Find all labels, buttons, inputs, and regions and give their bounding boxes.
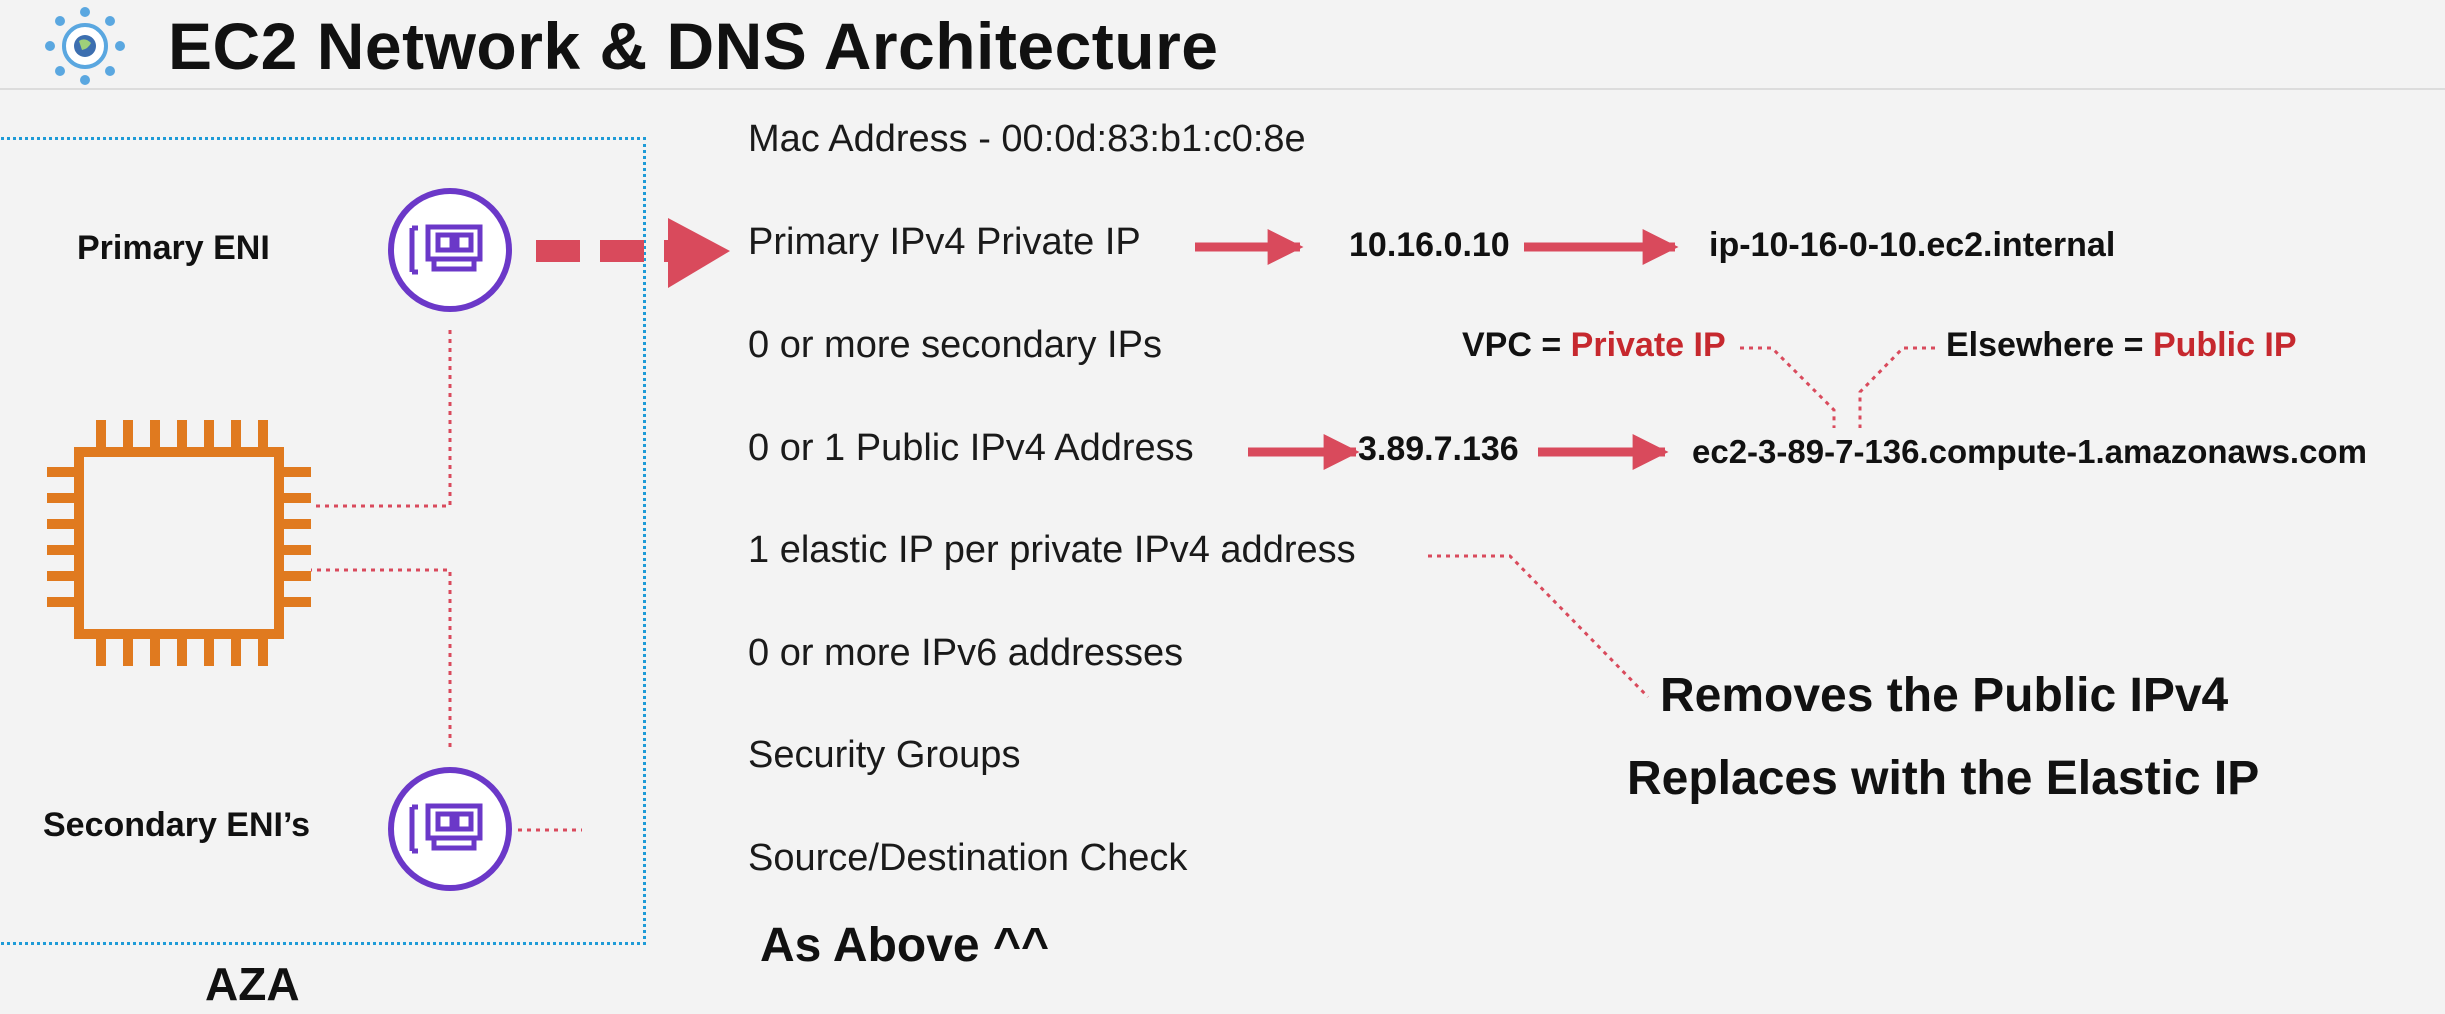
elsewhere-resolution-connector bbox=[1858, 346, 1935, 428]
elastic-ip-note-line2: Replaces with the Elastic IP bbox=[1627, 752, 2260, 805]
ec2-instance-chip-icon bbox=[47, 420, 311, 666]
elsewhere-resolution-prefix: Elsewhere = bbox=[1946, 326, 2153, 364]
as-above-note: As Above ^^ bbox=[760, 919, 1050, 972]
property-security-groups: Security Groups bbox=[748, 734, 1021, 776]
property-elastic-ip: 1 elastic IP per private IPv4 address bbox=[748, 529, 1356, 571]
elastic-ip-note-connector bbox=[1428, 554, 1650, 699]
private-dns-name: ip-10-16-0-10.ec2.internal bbox=[1709, 226, 2116, 264]
public-ip-value: 3.89.7.136 bbox=[1358, 430, 1519, 468]
elsewhere-resolution-label: Elsewhere = Public IP bbox=[1946, 326, 2297, 365]
property-primary-private-ip: Primary IPv4 Private IP bbox=[748, 221, 1141, 263]
vpc-resolution-label: VPC = Private IP bbox=[1462, 326, 1726, 365]
primary-eni-connector bbox=[311, 330, 452, 508]
page-title: EC2 Network & DNS Architecture bbox=[168, 9, 1219, 83]
property-secondary-ips: 0 or more secondary IPs bbox=[748, 324, 1162, 366]
availability-zone-label: AZA bbox=[205, 958, 300, 1010]
primary-eni-icon bbox=[388, 188, 512, 312]
vpc-resolution-prefix: VPC = bbox=[1462, 326, 1571, 364]
primary-eni-properties-arrow bbox=[536, 218, 730, 288]
secondary-eni-connector bbox=[311, 568, 452, 747]
private-ip-value: 10.16.0.10 bbox=[1349, 226, 1510, 264]
vpc-resolution-value: Private IP bbox=[1570, 326, 1726, 364]
globe-network-icon bbox=[40, 4, 130, 93]
property-source-destination-check: Source/Destination Check bbox=[748, 837, 1188, 879]
secondary-eni-icon bbox=[388, 767, 512, 891]
secondary-eni-label: Secondary ENI’s bbox=[43, 806, 311, 844]
public-dns-name: ec2-3-89-7-136.compute-1.amazonaws.com bbox=[1692, 433, 2367, 470]
availability-zone-boundary bbox=[0, 137, 646, 945]
primary-eni-label: Primary ENI bbox=[77, 229, 270, 267]
elastic-ip-note-line1: Removes the Public IPv4 bbox=[1660, 669, 2229, 722]
elsewhere-resolution-value: Public IP bbox=[2152, 326, 2297, 364]
property-mac-address: Mac Address - 00:0d:83:b1:c0:8e bbox=[748, 118, 1306, 160]
property-public-ipv4: 0 or 1 Public IPv4 Address bbox=[748, 427, 1194, 469]
title-divider bbox=[0, 88, 2445, 90]
property-ipv6-addresses: 0 or more IPv6 addresses bbox=[748, 632, 1184, 674]
vpc-resolution-connector bbox=[1740, 346, 1836, 428]
